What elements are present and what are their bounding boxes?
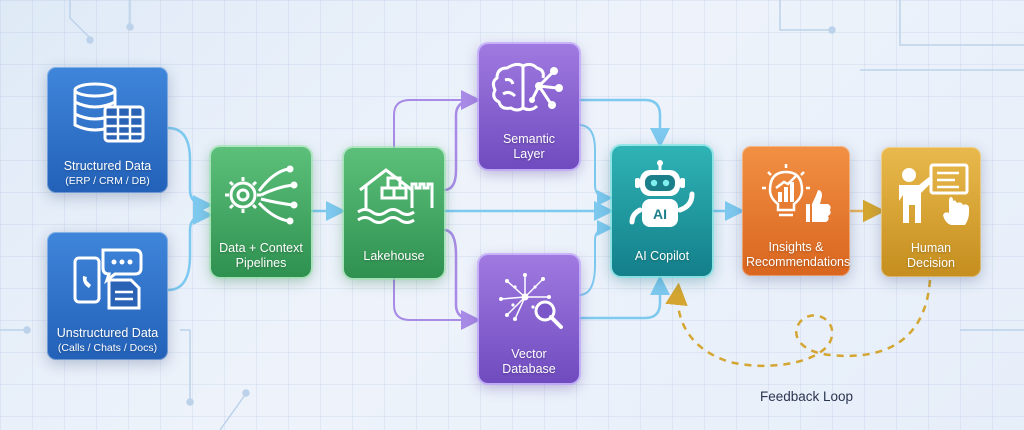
phone-chat-doc-icon — [73, 248, 142, 310]
lakehouse-node[interactable]: Lakehouse — [344, 148, 444, 278]
ai-copilot-title: AI Copilot — [634, 249, 690, 263]
person-presentation-icon — [899, 163, 969, 225]
unstructured-data-subtitle: (Calls / Chats / Docs) — [57, 342, 158, 354]
decision-title-line1: Human — [910, 241, 952, 255]
structured-data-title: Structured Data — [63, 159, 152, 173]
pipelines-node[interactable]: Data + Context Pipelines — [211, 147, 311, 277]
pipelines-title-line2: Pipelines — [235, 256, 287, 270]
insights-title-line1: Insights & — [768, 240, 824, 254]
brain-network-icon — [491, 62, 563, 112]
robot-ai-badge: AI — [653, 206, 667, 222]
lightbulb-chart-icon — [762, 164, 831, 222]
structured-data-node[interactable]: Structured Data (ERP / CRM / DB) — [47, 67, 168, 193]
human-decision-node[interactable]: Human Decision — [881, 147, 981, 277]
semantic-layer-node[interactable]: Semantic Layer — [479, 44, 579, 169]
database-table-icon — [73, 82, 144, 143]
vector-database-node[interactable]: Vector Database — [479, 255, 579, 383]
vector-search-icon — [499, 273, 563, 329]
insights-title-line2: Recommendations — [746, 255, 851, 269]
lakehouse-icon — [357, 168, 434, 224]
vector-title-line2: Database — [502, 362, 556, 376]
vector-title-line1: Vector — [511, 347, 547, 361]
lakehouse-title: Lakehouse — [363, 249, 425, 263]
structured-data-subtitle: (ERP / CRM / DB) — [65, 175, 150, 187]
ai-copilot-node[interactable]: AI AI Copilot — [612, 146, 712, 276]
robot-icon: AI — [629, 160, 695, 227]
gear-pipeline-icon — [225, 165, 298, 225]
pipelines-title-line1: Data + Context — [219, 241, 303, 255]
insights-node[interactable]: Insights & Recommendations — [742, 146, 850, 276]
decision-title-line2: Decision — [907, 256, 955, 270]
feedback-loop-label: Feedback Loop — [760, 389, 854, 404]
unstructured-data-node[interactable]: Unstructured Data (Calls / Chats / Docs) — [47, 232, 168, 360]
semantic-title-line2: Layer — [513, 147, 545, 161]
feedback-loop-path — [665, 279, 932, 368]
semantic-title-line1: Semantic — [502, 132, 556, 146]
unstructured-data-title: Unstructured Data — [56, 326, 159, 340]
